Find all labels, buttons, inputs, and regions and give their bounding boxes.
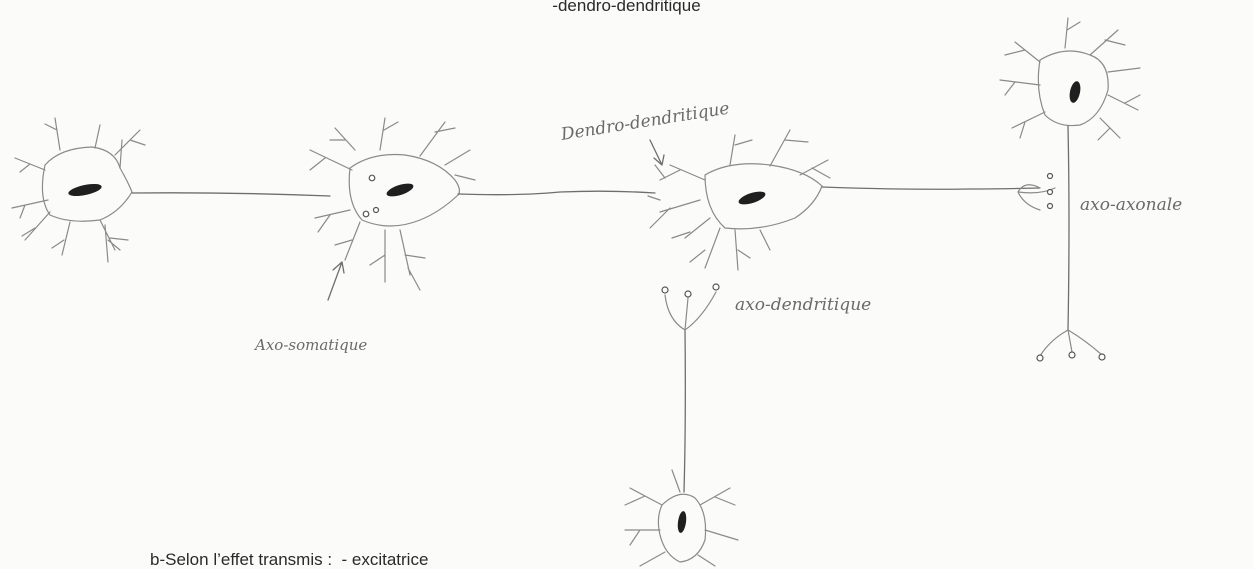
neuron-1-nucleus	[67, 182, 102, 199]
neuron-1-soma	[42, 147, 132, 221]
neuron-5-axon-terminals	[665, 292, 716, 330]
neuron-4-nucleus	[1068, 80, 1082, 104]
neuron-2-nucleus	[385, 181, 415, 199]
neuron-5-axon	[684, 330, 685, 492]
neuron-3-axon	[822, 187, 1040, 189]
neuron-2	[310, 118, 655, 290]
axo-axonal-knob	[1048, 190, 1053, 195]
neuron-2-synaptic-knob	[363, 211, 369, 217]
neuron-3-nucleus	[737, 189, 767, 207]
neuron-4-terminal-knob	[1099, 354, 1105, 360]
neuron-2-synaptic-knob	[374, 208, 379, 213]
neuron-5	[625, 284, 738, 566]
axo-axonal-knob	[1048, 204, 1053, 209]
label-axo-dendritique: axo-dendritique	[735, 295, 871, 315]
neuron-4	[1000, 18, 1140, 361]
arrow-axo-somatique	[328, 262, 344, 300]
neuron-3-dendrites	[648, 130, 830, 270]
label-dendro-dendritique: Dendro-dendritique	[559, 99, 731, 146]
neuron-5-terminal-knob	[713, 284, 719, 290]
footer-text: b-Selon l’effet transmis : - excitatrice	[150, 550, 428, 569]
neuron-1-axon	[132, 193, 330, 196]
neuron-3	[648, 130, 1040, 270]
neuron-4-terminal-knob	[1037, 355, 1043, 361]
axo-axonal-knob	[1048, 174, 1053, 179]
neuron-2-dendrites	[310, 118, 475, 290]
label-axo-axonale: axo-axonale	[1080, 195, 1182, 215]
neuron-2-axon	[458, 191, 655, 194]
neuron-2-synaptic-knob	[369, 175, 375, 181]
neuron-4-axon	[1068, 126, 1069, 330]
neuron-5-terminal-knob	[685, 291, 691, 297]
neuron-5-nucleus	[677, 511, 688, 534]
label-axo-somatique: Axo-somatique	[253, 336, 367, 354]
neuron-4-terminal-knob	[1069, 352, 1075, 358]
neuron-5-terminal-knob	[662, 287, 668, 293]
arrow-dendro-dendritique	[650, 140, 664, 165]
neuron-4-dendrites	[1000, 18, 1140, 140]
neuron-1	[12, 118, 330, 262]
